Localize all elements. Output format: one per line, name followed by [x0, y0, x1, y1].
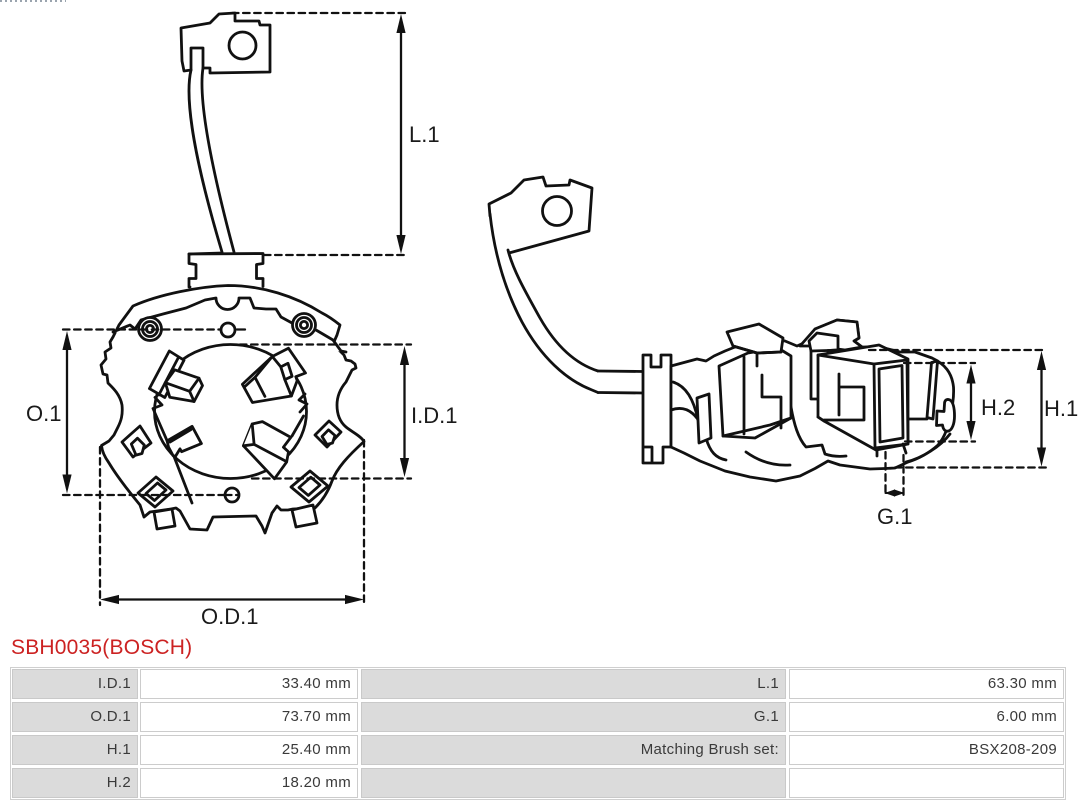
svg-text:L.1: L.1 — [409, 122, 440, 147]
svg-text:I.D.1: I.D.1 — [411, 403, 457, 428]
svg-text:O.D.1: O.D.1 — [201, 604, 258, 629]
svg-text:H.1: H.1 — [1044, 396, 1078, 421]
svg-text:O.1: O.1 — [26, 401, 61, 426]
svg-text:G.1: G.1 — [877, 504, 912, 529]
svg-text:H.2: H.2 — [981, 395, 1015, 420]
